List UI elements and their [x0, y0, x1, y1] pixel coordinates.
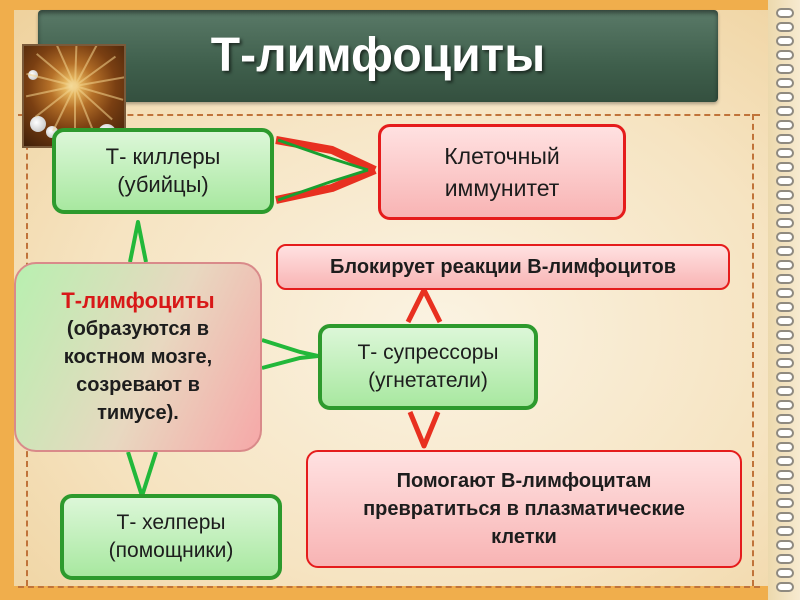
spiral-ring [776, 204, 794, 214]
spiral-ring [776, 442, 794, 452]
box-blocks-b-lymphocytes: Блокирует реакции В-лимфоцитов [276, 244, 730, 290]
title-bar: Т-лимфоциты [38, 10, 718, 102]
t-suppressors-subtitle: (угнетатели) [368, 369, 488, 392]
spiral-ring [776, 358, 794, 368]
box-t-lymphocytes-main: Т-лимфоциты (образуются в костном мозге,… [14, 262, 262, 452]
main-box-line: костном мозге, [63, 346, 213, 368]
arrow-main-to-killers [128, 220, 148, 263]
cell-spike [74, 86, 76, 136]
spiral-ring [776, 92, 794, 102]
main-box-line: созревают в [76, 374, 200, 396]
t-suppressors-title: Т- супрессоры [357, 341, 499, 364]
slide-title: Т-лимфоциты [210, 29, 546, 82]
blocks-b-lymphocytes-text: Блокирует реакции В-лимфоцитов [330, 256, 676, 278]
spiral-ring [776, 302, 794, 312]
spiral-ring [776, 288, 794, 298]
spiral-ring [776, 554, 794, 564]
spiral-ring [776, 372, 794, 382]
spiral-ring [776, 36, 794, 46]
spiral-ring [776, 330, 794, 340]
notebook-spiral [768, 0, 800, 600]
spiral-ring [776, 134, 794, 144]
spiral-ring [776, 176, 794, 186]
helps-line: Помогают В-лимфоцитам [396, 470, 652, 492]
helps-line: клетки [491, 526, 557, 548]
arrow-killers-to-cellular [275, 136, 377, 204]
spiral-ring [776, 344, 794, 354]
spiral-ring [776, 470, 794, 480]
spiral-ring [776, 22, 794, 32]
spiral-ring [776, 106, 794, 116]
spiral-ring [776, 50, 794, 60]
spiral-ring [776, 190, 794, 200]
spiral-ring [776, 64, 794, 74]
arrow-suppressors-to-blocks [405, 287, 443, 324]
spiral-ring [776, 568, 794, 578]
box-t-killers: Т- киллеры (убийцы) [52, 128, 274, 214]
spiral-ring [776, 78, 794, 88]
spiral-ring [776, 218, 794, 228]
box-cellular-immunity: Клеточный иммунитет [378, 124, 626, 220]
arrow-main-to-suppressors [261, 338, 319, 370]
spiral-ring [776, 526, 794, 536]
spiral-ring [776, 148, 794, 158]
spiral-ring [776, 246, 794, 256]
box-helps-b-lymphocytes: Помогают В-лимфоцитам превратиться в пла… [306, 450, 742, 568]
spiral-ring [776, 260, 794, 270]
cellular-immunity-line1: Клеточный [444, 143, 560, 169]
dashed-border-bottom [18, 586, 760, 588]
t-killers-title: Т- киллеры [105, 144, 221, 169]
main-box-line: (образуются в [66, 318, 210, 340]
t-helpers-subtitle: (помощники) [108, 539, 234, 562]
t-killers-subtitle: (убийцы) [117, 172, 209, 197]
arrow-suppressors-to-helps [407, 411, 441, 449]
spiral-ring [776, 386, 794, 396]
cellular-immunity-line2: иммунитет [444, 175, 560, 201]
spiral-ring [776, 8, 794, 18]
spiral-ring [776, 484, 794, 494]
dashed-border-top [18, 114, 760, 116]
arrow-main-to-helpers [126, 451, 158, 498]
spiral-ring [776, 414, 794, 424]
t-helpers-title: Т- хелперы [116, 511, 226, 534]
cell-dot [30, 116, 46, 132]
main-box-heading: Т-лимфоциты [61, 288, 215, 313]
spiral-ring [776, 274, 794, 284]
spiral-ring [776, 400, 794, 410]
spiral-ring [776, 540, 794, 550]
helps-line: превратиться в плазматические [363, 498, 685, 520]
spiral-ring [776, 232, 794, 242]
spiral-ring [776, 120, 794, 130]
spiral-ring [776, 512, 794, 522]
dashed-border-right [752, 114, 754, 586]
spiral-ring [776, 456, 794, 466]
spiral-ring [776, 162, 794, 172]
spiral-ring [776, 316, 794, 326]
box-t-suppressors: Т- супрессоры (угнетатели) [318, 324, 538, 410]
main-box-line: тимусе). [97, 402, 179, 424]
spiral-ring [776, 498, 794, 508]
spiral-ring [776, 582, 794, 592]
box-t-helpers: Т- хелперы (помощники) [60, 494, 282, 580]
spiral-ring [776, 428, 794, 438]
